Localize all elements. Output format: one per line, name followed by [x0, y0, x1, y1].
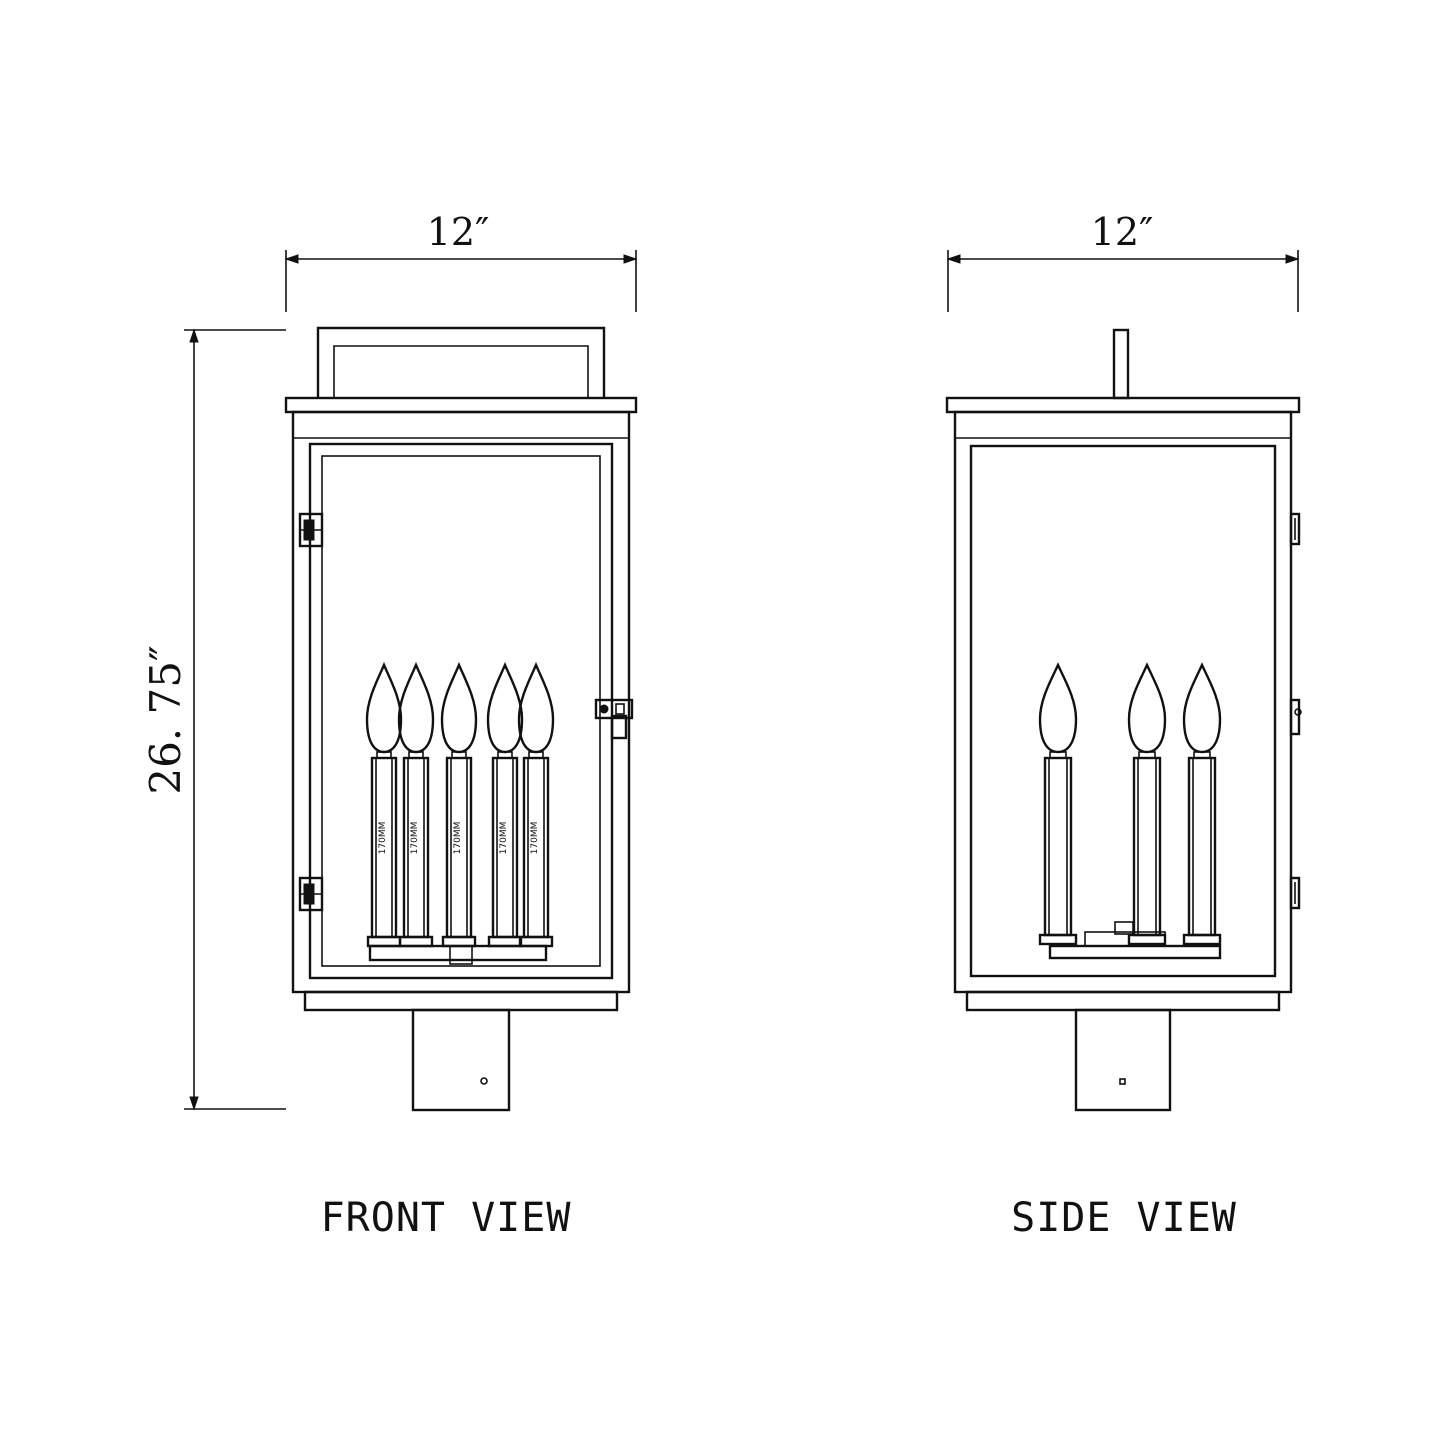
front-body-frame — [291, 410, 631, 994]
bulb-length-label: 170MM — [453, 822, 463, 855]
bulb-length-label: 170MM — [530, 822, 540, 855]
candle-cup — [1127, 933, 1167, 946]
candle-flame-icon — [1038, 662, 1078, 754]
side-top-cap — [945, 396, 1301, 414]
side-top-rod — [1112, 328, 1130, 400]
side-candles — [1038, 662, 1222, 946]
front-hinge-top — [298, 512, 324, 548]
front-width-label: 12″ — [427, 210, 490, 254]
front-top-handle — [316, 326, 606, 398]
front-candle-1: 170MM — [365, 661, 403, 948]
front-post — [411, 1008, 511, 1112]
candle-flame-icon — [440, 661, 478, 754]
front-view: 12″ 26. 75″ — [141, 210, 638, 1241]
candle-cup — [1182, 933, 1222, 946]
front-door-latch — [594, 698, 634, 740]
side-hinge-top — [1289, 512, 1301, 546]
bulb-length-label: 170MM — [499, 822, 509, 855]
candle-flame-icon — [1127, 662, 1167, 754]
side-view-label: SIDE VIEW — [1011, 1195, 1237, 1241]
candle-flame-icon — [397, 661, 435, 754]
side-bottom-base — [965, 990, 1281, 1012]
candle-cup — [441, 935, 477, 948]
front-candle-base — [368, 944, 548, 965]
side-candle-3 — [1182, 662, 1222, 946]
side-post — [1074, 1008, 1172, 1112]
side-width-dimension: 12″ — [946, 210, 1300, 312]
front-width-dimension: 12″ — [284, 210, 638, 312]
front-height-dimension: 26. 75″ — [141, 328, 286, 1111]
side-candle-2 — [1127, 662, 1167, 946]
candle-flame-icon — [486, 661, 524, 754]
bulb-length-label: 170MM — [410, 822, 420, 855]
side-width-label: 12″ — [1091, 210, 1154, 254]
side-view: 12″ — [945, 210, 1302, 1241]
front-view-label: FRONT VIEW — [321, 1195, 572, 1241]
front-candles: 170MM 170MM 170MM 170MM 170MM — [365, 661, 555, 948]
candle-cup — [1038, 933, 1078, 946]
front-candle-2: 170MM — [397, 661, 435, 948]
side-latch — [1289, 698, 1302, 736]
front-height-label: 26. 75″ — [141, 645, 190, 794]
candle-flame-icon — [365, 661, 403, 754]
front-candle-5: 170MM — [517, 661, 555, 948]
bulb-length-label: 170MM — [378, 822, 388, 855]
front-top-cap — [284, 396, 638, 414]
front-hinge-bottom — [298, 876, 324, 912]
front-candle-3: 170MM — [440, 661, 478, 948]
side-body-frame — [953, 410, 1293, 994]
candle-flame-icon — [1182, 662, 1222, 754]
candle-cup — [518, 935, 554, 948]
front-candle-4: 170MM — [486, 661, 524, 948]
side-candle-1 — [1038, 662, 1078, 946]
candle-flame-icon — [517, 661, 555, 754]
side-hinge-bottom — [1289, 876, 1301, 910]
front-bottom-base — [303, 990, 619, 1012]
candle-cup — [398, 935, 434, 948]
candle-cup — [487, 935, 523, 948]
candle-cup — [366, 935, 402, 948]
